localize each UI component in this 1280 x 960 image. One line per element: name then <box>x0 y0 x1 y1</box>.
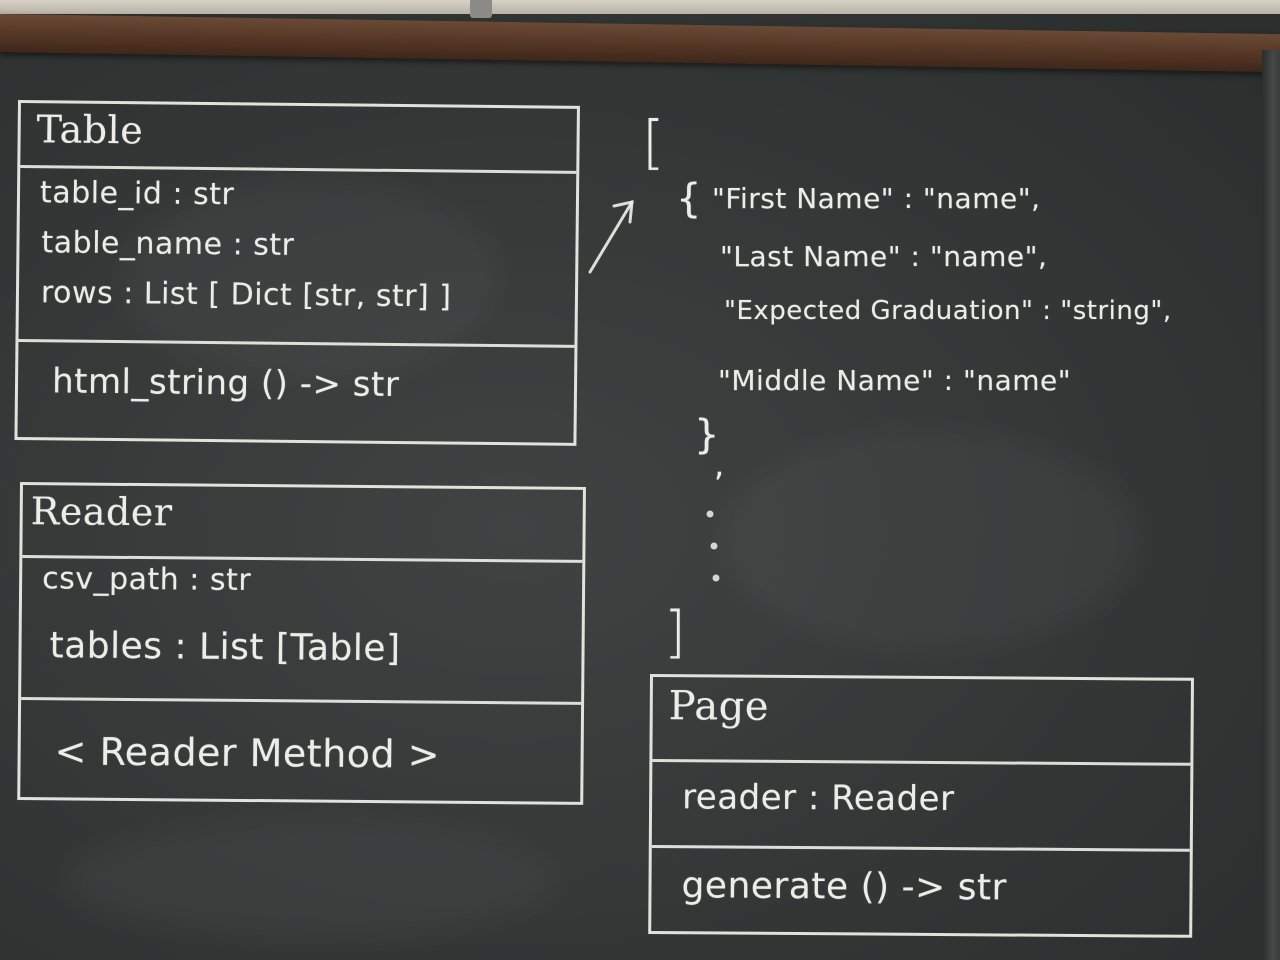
ellipsis-dot <box>712 574 720 582</box>
wall-strip <box>0 0 1280 14</box>
json-open-list: [ <box>642 108 666 176</box>
json-close-list: ] <box>664 600 687 665</box>
json-open-object: { <box>676 176 702 222</box>
json-line: "Middle Name" : "name" <box>718 364 1072 397</box>
relation-arrow-shaft <box>588 200 634 274</box>
json-close-object-comma: , <box>714 446 725 484</box>
json-line: "Expected Graduation" : "string", <box>724 296 1172 326</box>
relation-arrow-head <box>612 200 634 224</box>
board-edge <box>1262 50 1280 960</box>
json-close-object: } <box>694 412 720 458</box>
wall-clip <box>470 0 492 18</box>
json-line: "First Name" : "name", <box>712 182 1041 215</box>
ellipsis-dot <box>710 542 718 550</box>
ellipsis-dot <box>706 510 714 518</box>
json-line: "Last Name" : "name", <box>720 240 1048 273</box>
